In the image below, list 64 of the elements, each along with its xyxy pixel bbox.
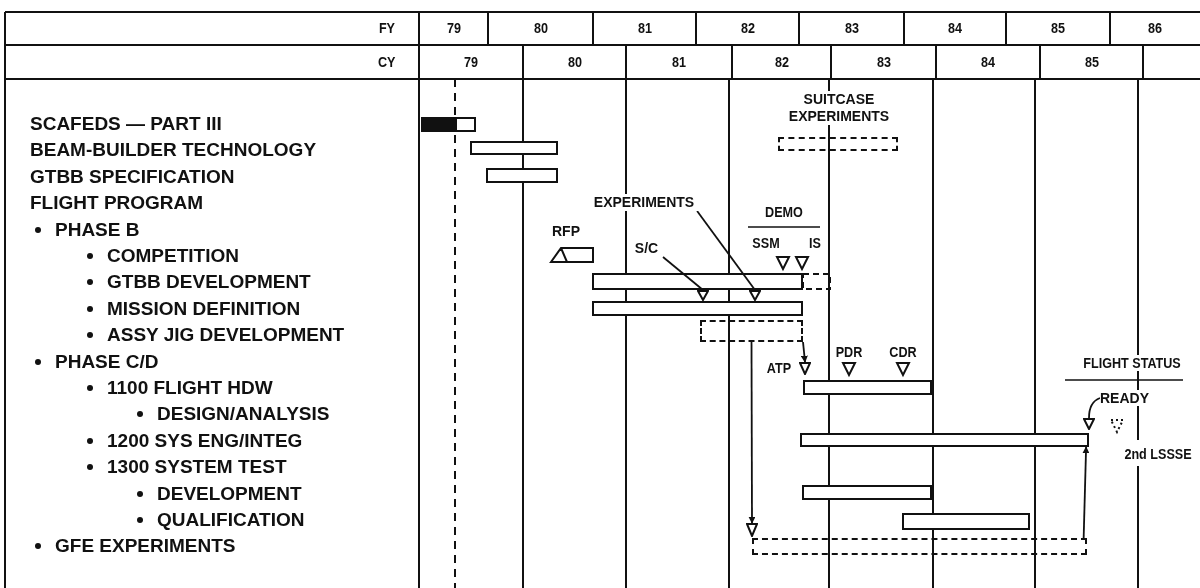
year-label: 80: [567, 55, 582, 69]
dashed-task-bar: [752, 538, 1087, 555]
task-bar: [902, 513, 1030, 530]
milestone-label: PDR: [835, 345, 863, 359]
task-label: COMPETITION: [107, 246, 239, 265]
dashed-task-bar: [700, 320, 803, 342]
task-bar: [803, 380, 932, 395]
year-label: 80: [533, 21, 548, 35]
task-label: QUALIFICATION: [157, 510, 305, 529]
task-label: FLIGHT PROGRAM: [30, 193, 204, 213]
task-bar: [486, 168, 558, 183]
milestone-label: SSM: [752, 236, 780, 250]
leader-line: [1088, 397, 1101, 419]
task-label: DEVELOPMENT: [157, 483, 302, 503]
task-bar: [802, 485, 932, 500]
year-label: 79: [464, 55, 478, 69]
milestone-label: 2nd LSSSE: [1124, 446, 1192, 462]
year-label: 81: [672, 55, 686, 69]
milestone-triangle: [1083, 418, 1095, 430]
year-label: 85: [1084, 55, 1099, 69]
milestone-triangle: [799, 362, 811, 375]
dashed-task-bar: [778, 137, 898, 151]
milestone-label: CDR: [889, 345, 917, 359]
arrow: [1082, 446, 1090, 539]
task-label: 1100 FLIGHT HDW: [107, 378, 273, 397]
task-label: GFE EXPERIMENTS: [55, 536, 236, 556]
year-label: 85: [1051, 21, 1065, 35]
milestone-label: DEMO: [765, 205, 803, 219]
leader-line: [662, 256, 704, 291]
task-bar: [421, 117, 476, 132]
milestone-triangle: [697, 290, 709, 301]
task-bar: [800, 433, 1089, 447]
year-label: 84: [981, 55, 995, 69]
year-label: 86: [1148, 21, 1162, 35]
task-label: ASSY JIG DEVELOPMENT: [107, 325, 345, 345]
milestone-label: RFP: [552, 224, 580, 238]
task-label: GTBB SPECIFICATION: [30, 166, 235, 186]
year-label: FY: [379, 21, 396, 35]
year-label: 82: [774, 55, 789, 69]
milestone-label: ATP: [766, 361, 792, 375]
milestone-label: FLIGHT STATUS: [1083, 355, 1181, 371]
leader-line: [696, 210, 756, 291]
arrow: [800, 341, 808, 363]
task-label: GTBB DEVELOPMENT: [107, 272, 311, 292]
task-label: 1300 SYSTEM TEST: [107, 457, 287, 477]
year-label: 79: [446, 21, 461, 35]
year-label: 84: [948, 21, 962, 35]
task-label: BEAM-BUILDER TECHNOLOGY: [30, 140, 317, 160]
task-label: 1200 SYS ENG/INTEG: [107, 430, 303, 450]
year-label: 82: [740, 21, 755, 35]
arrow: [748, 341, 756, 524]
milestone-triangle: [746, 523, 758, 537]
year-label: 83: [844, 21, 859, 35]
task-label: MISSION DEFINITION: [107, 298, 301, 318]
milestone-label: IS: [809, 236, 821, 250]
milestone-triangle: [749, 290, 761, 301]
year-label: CY: [377, 55, 396, 69]
task-label: PHASE C/D: [55, 351, 159, 371]
year-label: 81: [637, 21, 652, 35]
task-label: DESIGN/ANALYSIS: [157, 404, 330, 424]
task-bar: [470, 141, 558, 155]
task-label: PHASE B: [55, 219, 140, 239]
task-label: SCAFEDS — PART III: [30, 114, 222, 133]
year-label: 83: [876, 55, 891, 69]
